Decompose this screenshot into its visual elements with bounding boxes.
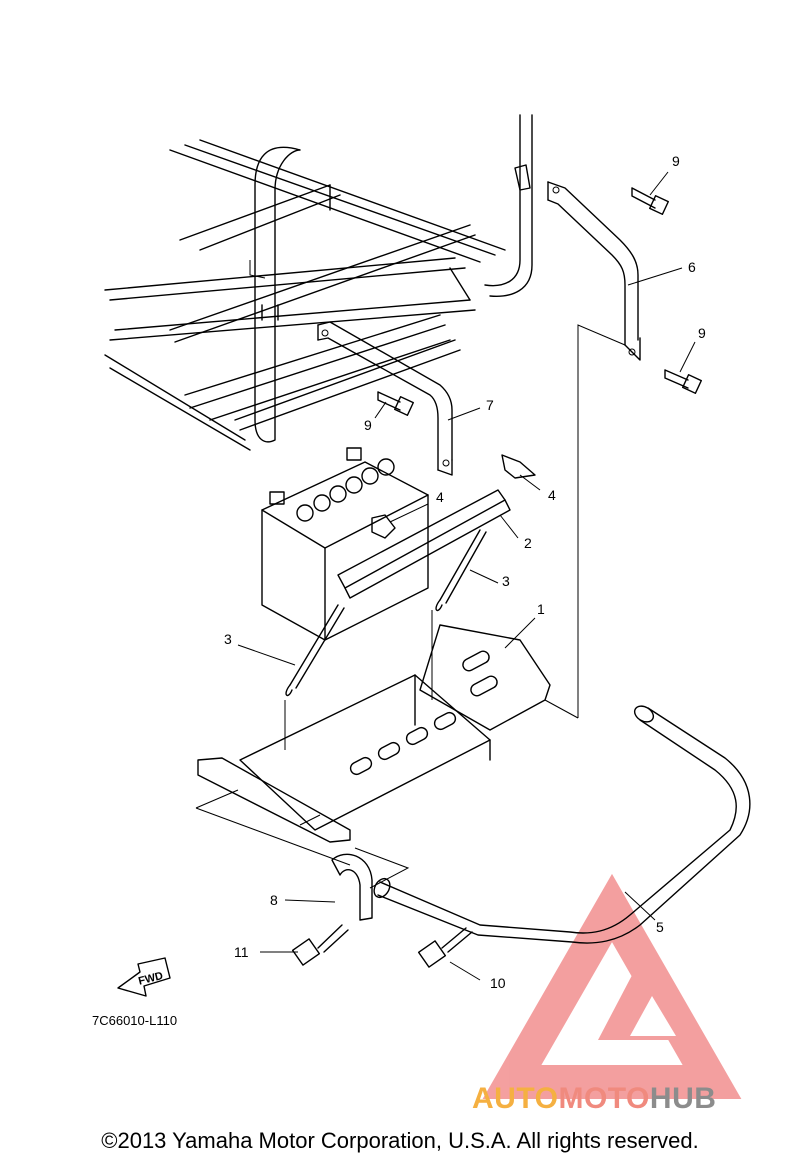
leader-lines bbox=[237, 171, 696, 981]
callout-9-top: 9 bbox=[672, 153, 680, 169]
callout-11: 11 bbox=[234, 944, 249, 960]
diagram-code: 7C66010-L110 bbox=[92, 1013, 177, 1028]
rod-3-right bbox=[435, 529, 487, 612]
bolt-11 bbox=[291, 924, 349, 966]
nut-4-right bbox=[501, 454, 536, 479]
battery-stay-6 bbox=[514, 164, 641, 361]
callout-7: 7 bbox=[486, 397, 494, 413]
bolt-9-top bbox=[631, 187, 670, 216]
brand-part-hub: HUB bbox=[649, 1082, 717, 1115]
bolt-9-mid bbox=[664, 369, 703, 395]
callout-3-right: 3 bbox=[502, 573, 510, 589]
callout-2: 2 bbox=[524, 535, 532, 551]
brand-part-moto: MOTO bbox=[558, 1082, 650, 1115]
callout-6: 6 bbox=[688, 259, 696, 275]
nut-4-left bbox=[371, 514, 396, 539]
callout-4-right: 4 bbox=[548, 487, 556, 503]
copyright-notice: ©2013 Yamaha Motor Corporation, U.S.A. A… bbox=[101, 1128, 699, 1153]
routing-lines bbox=[195, 324, 626, 889]
callout-9-low: 9 bbox=[364, 417, 372, 433]
callout-10: 10 bbox=[490, 975, 506, 991]
bolt-9-low bbox=[377, 391, 415, 417]
fwd-arrow-icon: FWD bbox=[117, 957, 171, 997]
bolt-10 bbox=[417, 927, 473, 968]
watermark-logo-icon bbox=[482, 873, 742, 1099]
battery bbox=[261, 447, 429, 641]
callout-5: 5 bbox=[656, 919, 664, 935]
callout-9-mid: 9 bbox=[698, 325, 706, 341]
battery-holder-2 bbox=[337, 489, 511, 599]
callout-8: 8 bbox=[270, 892, 278, 908]
rod-3-left bbox=[285, 604, 345, 697]
callout-3-left: 3 bbox=[224, 631, 232, 647]
battery-stay-7 bbox=[317, 321, 453, 476]
brand-part-auto: AUTO bbox=[472, 1082, 559, 1115]
battery-box-1 bbox=[197, 624, 551, 843]
guard-pipe-5 bbox=[373, 705, 751, 944]
watermark-brand: AUTOMOTOHUB bbox=[472, 1082, 792, 1122]
callout-1: 1 bbox=[537, 601, 545, 617]
callout-4-left: 4 bbox=[436, 489, 444, 505]
carrier-frame bbox=[104, 114, 533, 451]
clamp-8 bbox=[331, 853, 373, 921]
fwd-label: FWD bbox=[137, 970, 164, 988]
